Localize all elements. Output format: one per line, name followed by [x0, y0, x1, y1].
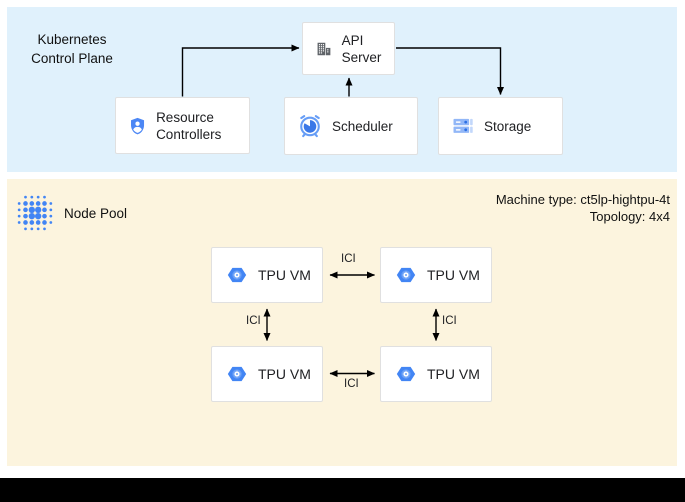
- tpu-hexagon-icon: [227, 267, 247, 283]
- bottom-black-bar: [0, 478, 685, 502]
- tpu-hexagon-icon: [396, 366, 416, 382]
- topology-text: Topology: 4x4: [589, 209, 670, 224]
- api-server-node: API Server: [302, 22, 395, 75]
- ici-label-right: ICI: [442, 315, 457, 327]
- server-stack-icon: [453, 118, 473, 133]
- tpu-vm-label: TPU VM: [258, 365, 311, 382]
- tpu-vm-label: TPU VM: [258, 266, 311, 283]
- node-pool-title: Node Pool: [64, 206, 128, 221]
- resource-controllers-label: Resource Controllers: [156, 109, 222, 142]
- node-pool-panel: [7, 179, 677, 466]
- tpu-vm-label: TPU VM: [427, 365, 480, 382]
- scheduler-label: Scheduler: [332, 118, 393, 134]
- tpu-vm-node-1: TPU VM: [211, 247, 323, 303]
- shield-user-icon: [131, 117, 145, 134]
- tpu-vm-label: TPU VM: [427, 266, 480, 283]
- machine-type-text: Machine type: ct5lp-hightpu-4t: [495, 192, 670, 207]
- ici-label-bottom: ICI: [344, 378, 359, 390]
- scheduler-node: Scheduler: [284, 97, 418, 155]
- storage-label: Storage: [484, 118, 532, 134]
- api-server-label: API Server: [341, 32, 382, 65]
- tpu-hexagon-icon: [227, 366, 247, 382]
- ici-label-left: ICI: [246, 315, 261, 327]
- tpu-vm-node-3: TPU VM: [211, 346, 323, 402]
- ici-label-top: ICI: [341, 253, 356, 265]
- alarm-clock-icon: [300, 115, 320, 138]
- control-plane-title: Kubernetes Control Plane: [31, 32, 113, 66]
- dots-cluster-icon: [17, 195, 53, 231]
- tpu-vm-node-2: TPU VM: [380, 247, 492, 303]
- tpu-vm-node-4: TPU VM: [380, 346, 492, 402]
- building-icon: [317, 42, 331, 55]
- storage-node: Storage: [438, 97, 563, 155]
- node-pool-info: Machine type: ct5lp-hightpu-4t Topology:…: [496, 191, 670, 225]
- tpu-hexagon-icon: [396, 267, 416, 283]
- resource-controllers-node: Resource Controllers: [115, 97, 250, 154]
